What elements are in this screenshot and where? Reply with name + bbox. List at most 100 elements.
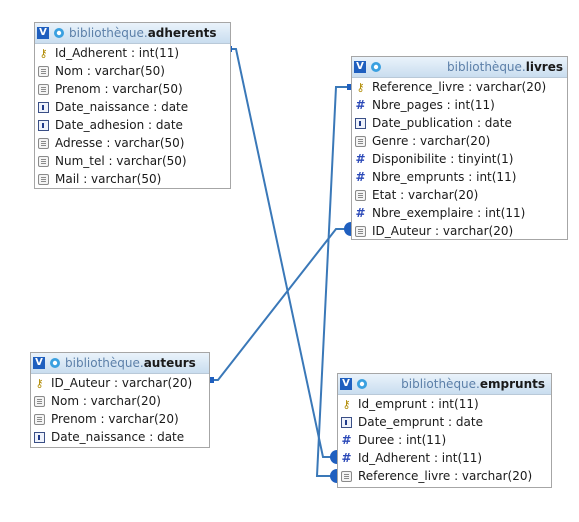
field-label: Reference_livre : varchar(20)	[358, 469, 533, 483]
table-adherents[interactable]: V bibliothèque.adherents ⚷Id_Adherent : …	[34, 22, 231, 189]
field-row[interactable]: Genre : varchar(20)	[352, 132, 567, 150]
field-row[interactable]: Prenom : varchar(20)	[31, 410, 209, 428]
primary-key-icon: ⚷	[35, 376, 44, 390]
text-field-icon	[355, 225, 366, 237]
table-name: auteurs	[143, 356, 196, 370]
gear-icon	[371, 62, 381, 72]
field-row[interactable]: ⚷Id_Adherent : int(11)	[35, 44, 230, 62]
field-list: ⚷Reference_livre : varchar(20)#Nbre_page…	[352, 78, 567, 240]
field-row[interactable]: Date_adhesion : date	[35, 116, 230, 134]
text-field-icon	[38, 155, 49, 167]
field-row[interactable]: Reference_livre : varchar(20)	[338, 467, 551, 485]
relation-livres-emprunts	[315, 86, 351, 477]
field-label: Nbre_emprunts : int(11)	[372, 170, 517, 184]
field-label: Date_publication : date	[372, 116, 512, 130]
table-header[interactable]: V bibliothèque.emprunts	[338, 374, 551, 395]
field-list: ⚷ ID_Auteur : varchar(20) Nom : varchar(20…	[31, 374, 209, 446]
date-field-icon	[355, 117, 366, 129]
table-header[interactable]: V bibliothèque.livres	[352, 57, 567, 78]
field-row[interactable]: # Nbre_pages : int(11)	[352, 96, 567, 114]
field-row[interactable]: # Nbre_emprunts : int(11)	[352, 168, 567, 186]
field-label: Id_Adherent : int(11)	[358, 451, 483, 465]
database-name: bibliothèque.	[447, 60, 526, 74]
field-label: Prenom : varchar(50)	[55, 82, 183, 96]
table-header[interactable]: V bibliothèque.adherents	[35, 23, 230, 44]
relation-many-marker	[330, 469, 337, 483]
numeric-field-icon: #	[355, 169, 366, 184]
field-label: Mail : varchar(50)	[55, 172, 162, 186]
view-badge-icon[interactable]: V	[37, 27, 49, 39]
gear-icon	[54, 28, 64, 38]
field-label: ID_Auteur : varchar(20)	[372, 224, 514, 238]
text-field-icon	[38, 173, 49, 185]
field-row[interactable]: Adresse : varchar(50)	[35, 134, 230, 152]
field-row[interactable]: #Disponibilite : tinyint(1)	[352, 150, 567, 168]
primary-key-icon: ⚷	[342, 397, 351, 411]
field-row[interactable]: Date_naissance : date	[35, 98, 230, 116]
date-field-icon	[38, 101, 49, 113]
field-row[interactable]: Mail : varchar(50)	[35, 170, 230, 188]
text-field-icon	[355, 189, 366, 201]
field-row[interactable]: Nom : varchar(20)	[31, 392, 209, 410]
field-row[interactable]: Date_emprunt : date	[338, 413, 551, 431]
table-header[interactable]: V bibliothèque.auteurs	[31, 353, 209, 374]
view-badge-icon[interactable]: V	[354, 61, 366, 73]
date-field-icon	[34, 431, 45, 443]
date-field-icon	[341, 416, 352, 428]
field-row[interactable]: Num_tel : varchar(50)	[35, 152, 230, 170]
numeric-field-icon: #	[341, 432, 352, 447]
text-field-icon	[34, 413, 45, 425]
table-emprunts[interactable]: V bibliothèque.emprunts ⚷ Id_emprunt : in…	[337, 373, 552, 488]
field-row[interactable]: # Id_Adherent : int(11)	[338, 449, 551, 467]
field-row[interactable]: Etat : varchar(20)	[352, 186, 567, 204]
numeric-field-icon: #	[341, 450, 352, 465]
field-list: ⚷ Id_emprunt : int(11) Date_emprunt : date…	[338, 395, 551, 485]
field-label: Id_emprunt : int(11)	[358, 397, 479, 411]
table-name: adherents	[147, 26, 217, 40]
table-name: emprunts	[479, 377, 545, 391]
field-label: Num_tel : varchar(50)	[55, 154, 187, 168]
field-row[interactable]: ⚷ ID_Auteur : varchar(20)	[31, 374, 209, 392]
field-label: Nbre_exemplaire : int(11)	[372, 206, 526, 220]
field-label: Date_emprunt : date	[358, 415, 483, 429]
relation-many-marker	[330, 450, 337, 464]
field-label: Nbre_pages : int(11)	[372, 98, 495, 112]
numeric-field-icon: #	[355, 97, 366, 112]
database-name: bibliothèque.	[69, 26, 148, 40]
field-row[interactable]: # Duree : int(11)	[338, 431, 551, 449]
field-label: Date_adhesion : date	[55, 118, 183, 132]
table-name: livres	[525, 60, 563, 74]
field-row[interactable]: ⚷ Id_emprunt : int(11)	[338, 395, 551, 413]
table-livres[interactable]: V bibliothèque.livres ⚷Reference_livre :…	[351, 56, 568, 240]
field-row[interactable]: Date_publication : date	[352, 114, 567, 132]
view-badge-icon[interactable]: V	[340, 378, 352, 390]
relation-many-marker	[344, 222, 351, 236]
text-field-icon	[341, 470, 352, 482]
view-badge-icon[interactable]: V	[33, 357, 45, 369]
relation-end-marker	[210, 377, 214, 383]
field-row[interactable]: ID_Auteur : varchar(20)	[352, 222, 567, 240]
primary-key-icon: ⚷	[39, 46, 48, 60]
field-label: Adresse : varchar(50)	[55, 136, 185, 150]
field-label: Prenom : varchar(20)	[51, 412, 179, 426]
gear-icon	[357, 379, 367, 389]
field-label: Duree : int(11)	[358, 433, 447, 447]
table-auteurs[interactable]: V bibliothèque.auteurs ⚷ ID_Auteur : varc…	[30, 352, 210, 448]
relation-end-marker	[347, 84, 351, 90]
field-label: Disponibilite : tinyint(1)	[372, 152, 514, 166]
field-label: ID_Auteur : varchar(20)	[51, 376, 193, 390]
text-field-icon	[38, 65, 49, 77]
field-row[interactable]: #Nbre_exemplaire : int(11)	[352, 204, 567, 222]
text-field-icon	[34, 395, 45, 407]
field-row[interactable]: Date_naissance : date	[31, 428, 209, 446]
field-label: Date_naissance : date	[51, 430, 185, 444]
field-label: Nom : varchar(20)	[51, 394, 161, 408]
text-field-icon	[38, 83, 49, 95]
field-list: ⚷Id_Adherent : int(11)Nom : varchar(50) P…	[35, 44, 230, 188]
field-row[interactable]: Prenom : varchar(50)	[35, 80, 230, 98]
field-row[interactable]: ⚷Reference_livre : varchar(20)	[352, 78, 567, 96]
field-label: Reference_livre : varchar(20)	[372, 80, 547, 94]
text-field-icon	[355, 135, 366, 147]
field-row[interactable]: Nom : varchar(50)	[35, 62, 230, 80]
